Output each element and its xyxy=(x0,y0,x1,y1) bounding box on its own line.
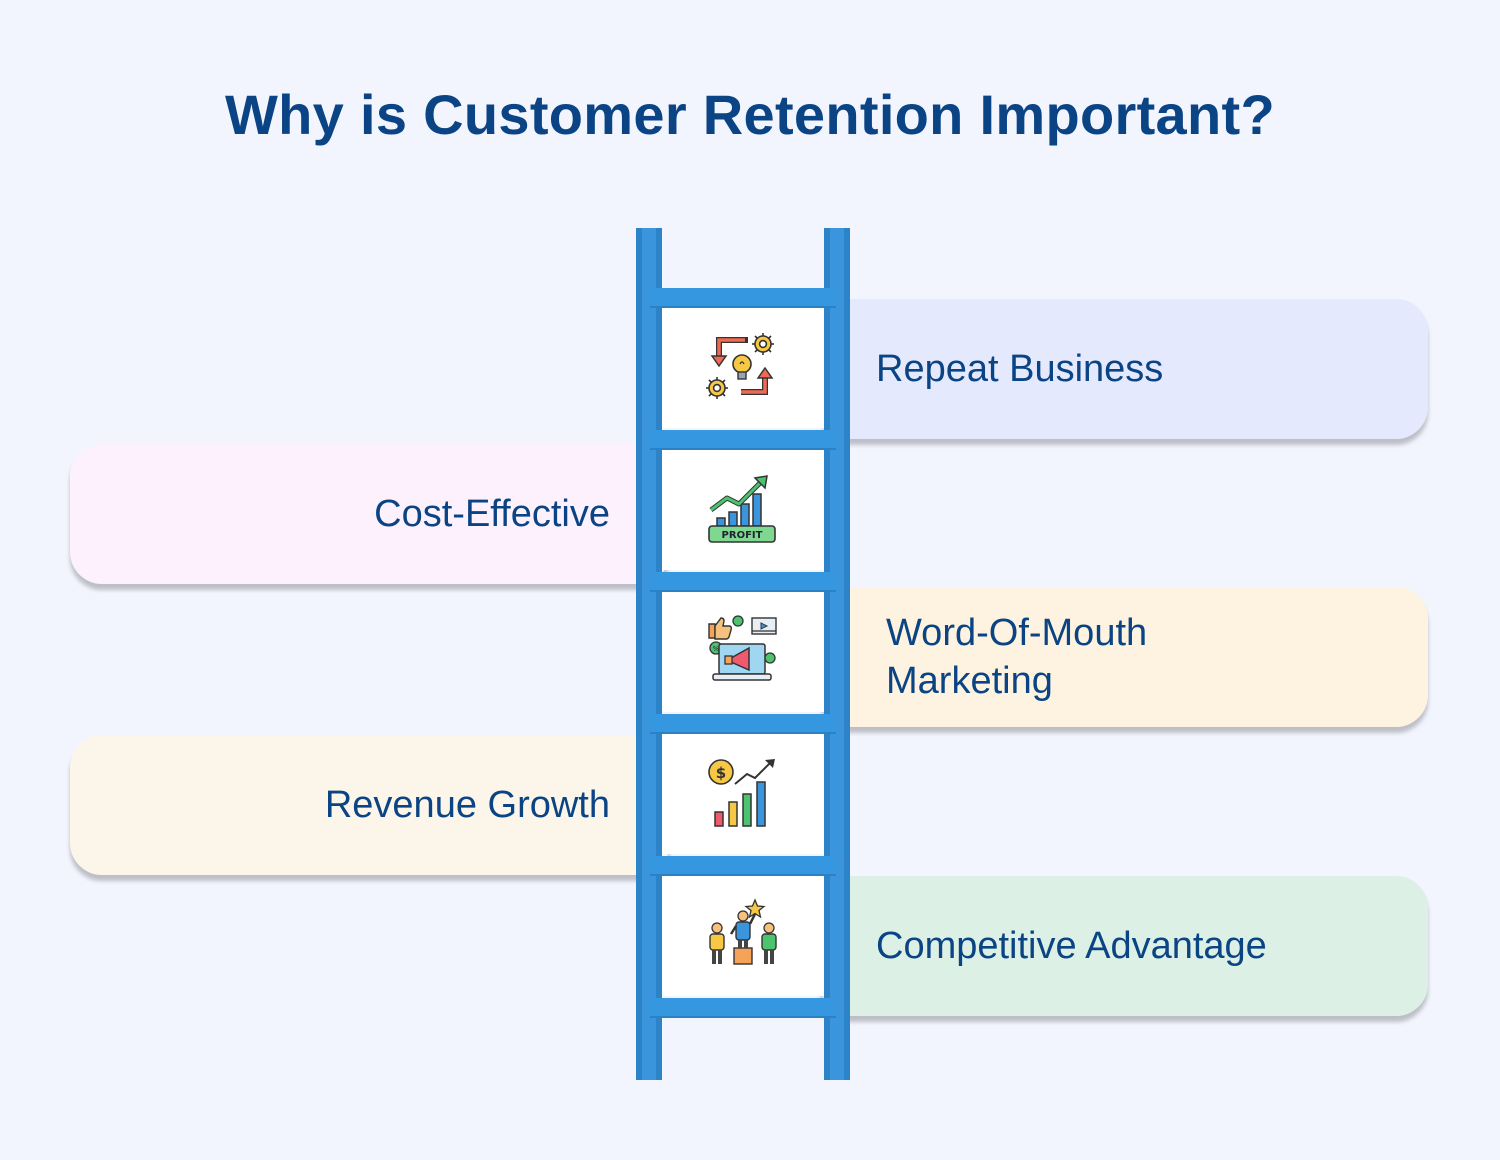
cycle-gears-bulb-icon xyxy=(706,333,774,399)
step-label: Revenue Growth xyxy=(324,784,610,826)
ladder-rail-left xyxy=(636,228,662,1080)
step-card-competitive-advantage: Competitive Advantage xyxy=(820,876,1428,1016)
ladder-rung xyxy=(650,288,836,308)
profit-chart-icon: PROFIT xyxy=(708,475,776,543)
ladder: PROFIT % xyxy=(636,228,850,1080)
ladder-rung xyxy=(650,998,836,1018)
svg-text:$: $ xyxy=(716,764,726,782)
ladder-rung xyxy=(650,430,836,450)
svg-text:%: % xyxy=(713,645,720,653)
step-card-cost-effective: Cost-Effective xyxy=(70,444,670,584)
ladder-rung xyxy=(650,856,836,876)
ladder-cell: PROFIT xyxy=(662,450,824,570)
ladder-rail-right xyxy=(824,228,850,1080)
step-label: Repeat Business xyxy=(876,348,1164,390)
ladder-cell xyxy=(662,876,824,996)
page-title: Why is Customer Retention Important? xyxy=(225,83,1275,146)
ladder-rung xyxy=(650,714,836,734)
ladder-cell: $ xyxy=(662,734,824,854)
step-card-revenue-growth: Revenue Growth xyxy=(70,735,670,875)
podium-winner-icon xyxy=(709,898,777,965)
ladder-cell: % xyxy=(662,592,824,712)
step-card-word-of-mouth: Word-Of-Mouth Marketing xyxy=(820,587,1428,727)
step-card-repeat-business: Repeat Business xyxy=(820,299,1428,439)
svg-text:PROFIT: PROFIT xyxy=(722,530,763,541)
ladder-rung xyxy=(650,572,836,592)
revenue-growth-chart-icon: $ xyxy=(708,759,775,827)
step-label: Cost-Effective xyxy=(374,493,610,535)
step-label: Competitive Advantage xyxy=(876,925,1267,967)
ladder-cell xyxy=(662,308,824,428)
marketing-megaphone-icon: % xyxy=(708,615,777,681)
step-label: Word-Of-Mouth Marketing xyxy=(886,612,1148,702)
